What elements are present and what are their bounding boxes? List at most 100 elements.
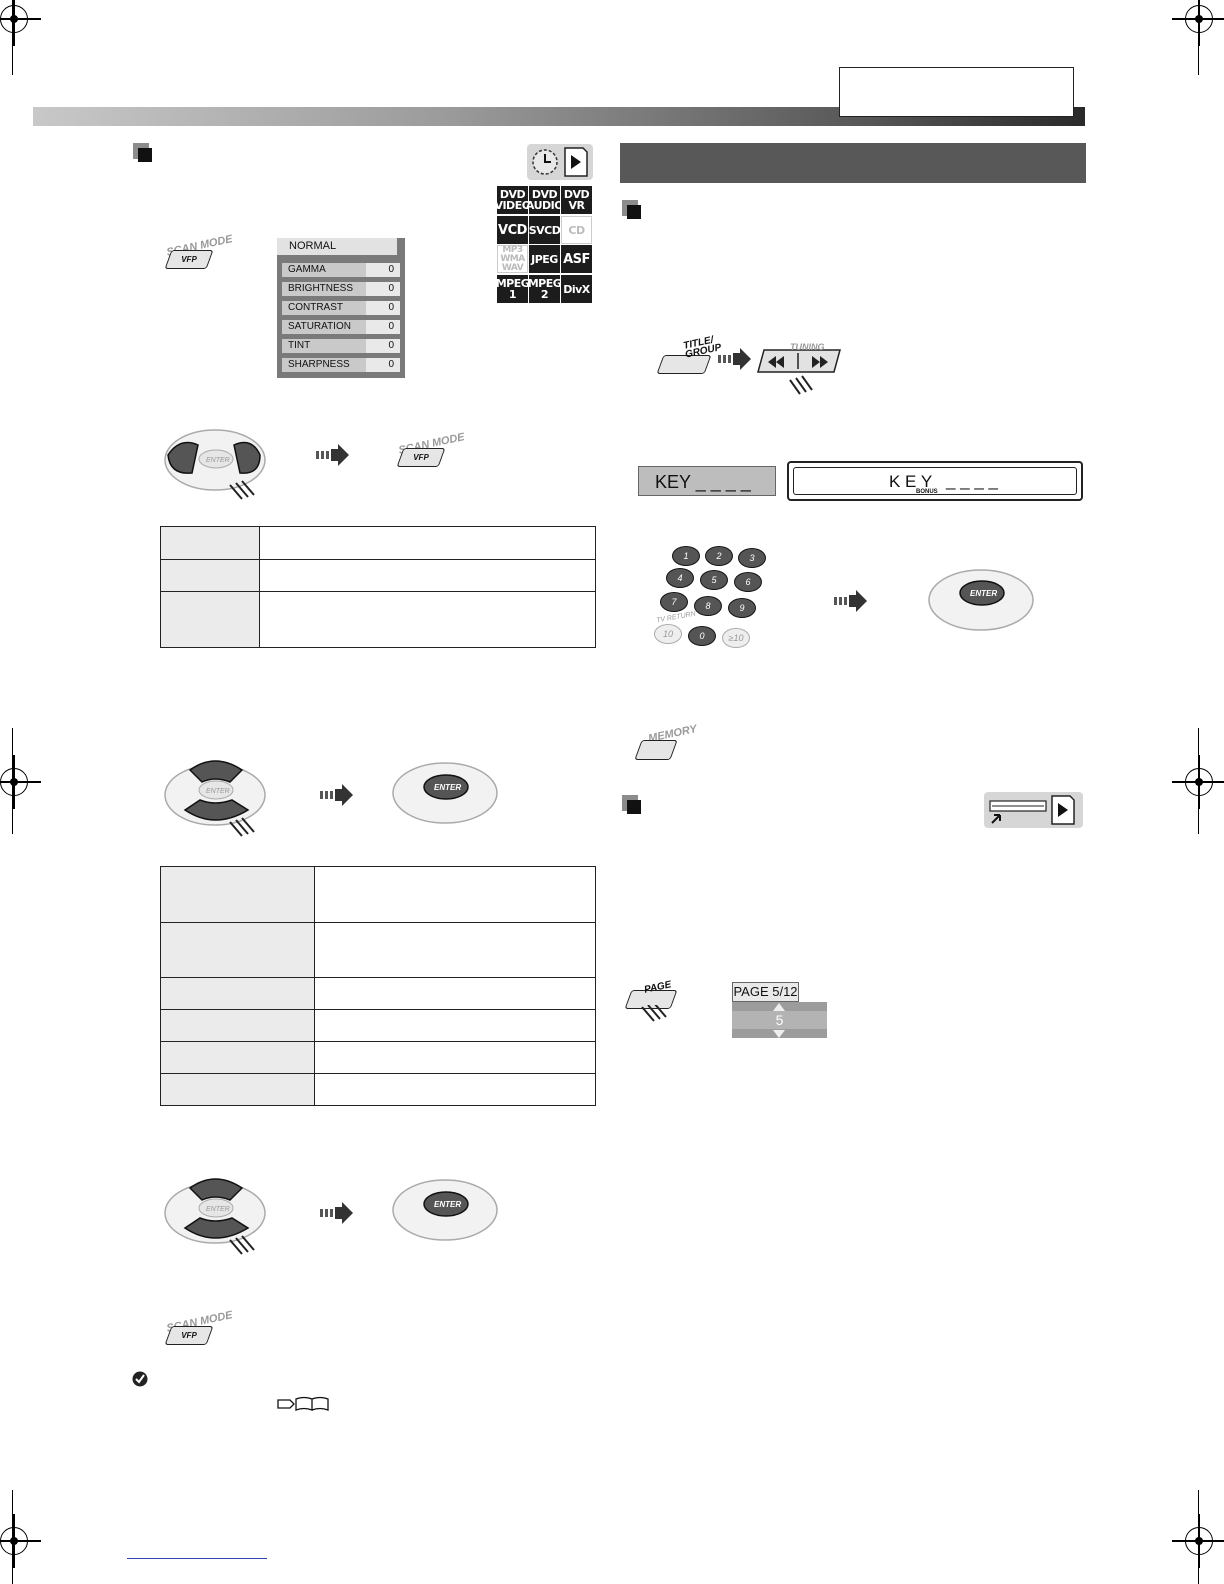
vfp-button-label-3: VFP	[181, 1331, 197, 1340]
footer-line	[127, 1558, 267, 1559]
key-6[interactable]: 6	[734, 572, 762, 592]
chevron-down-icon	[773, 1030, 785, 1038]
arrow-right-icon	[834, 590, 867, 612]
badge-cd: CD	[561, 216, 592, 244]
vfp-button-3[interactable]: VFP	[164, 1326, 214, 1345]
badge-dvd-video: DVD VIDEO	[494, 186, 531, 214]
key-8[interactable]: 8	[694, 596, 722, 616]
badge-divx: DivX	[561, 275, 592, 303]
cursor-pad-up-down-2[interactable]: ENTER	[160, 1168, 275, 1268]
key-2[interactable]: 2	[705, 546, 733, 566]
chevron-up-icon	[773, 1003, 785, 1011]
memory-button[interactable]	[634, 740, 678, 760]
arrow-right-icon	[316, 444, 349, 466]
table-row	[160, 559, 596, 592]
key-display-fl-inner: K E Y BONUS _ _ _ _	[793, 467, 1077, 495]
badge-dvd-audio: DVD AUDIO	[525, 186, 564, 214]
svg-text:ENTER: ENTER	[206, 788, 230, 795]
numeric-keypad[interactable]: 1 2 3 4 5 6 7 8 9 10 0 ≥10 TV RETURN	[650, 540, 770, 655]
badge-vcd: VCD	[497, 216, 528, 244]
trim-line	[1198, 0, 1199, 75]
badge-mpeg1: MPEG 1	[495, 275, 530, 303]
cursor-pad-up-down[interactable]: ENTER	[160, 750, 275, 850]
table-1	[160, 526, 596, 648]
crop-mark-bottom-right	[1172, 1514, 1224, 1568]
key-ge10[interactable]: ≥10	[722, 628, 750, 648]
key-5[interactable]: 5	[700, 570, 728, 590]
table-row	[160, 526, 596, 560]
arrow-right-icon	[718, 348, 751, 370]
clock-icon	[532, 149, 558, 175]
play-icon-2	[1051, 795, 1075, 825]
tv-return-label: TV RETURN	[655, 610, 697, 625]
trim-line	[12, 1490, 13, 1584]
table-row	[160, 1041, 596, 1074]
fl-bonus-text: BONUS	[916, 489, 938, 495]
check-icon	[132, 1371, 148, 1387]
enter-button-2[interactable]: ENTER	[390, 1172, 505, 1247]
table-row	[160, 866, 596, 923]
trim-line	[1198, 1490, 1199, 1584]
svg-text:ENTER: ENTER	[970, 589, 997, 598]
key-10[interactable]: 10	[654, 624, 682, 644]
key-4[interactable]: 4	[666, 568, 694, 588]
key-display-osd: KEY _ _ _ _	[638, 466, 776, 496]
badge-svcd: SVCD	[529, 216, 561, 244]
vfp-button[interactable]: VFP	[164, 250, 214, 269]
table-row	[160, 922, 596, 978]
badge-mpeg2: MPEG 2	[527, 275, 562, 303]
trim-line	[1198, 728, 1199, 834]
title-group-button[interactable]	[656, 355, 712, 374]
key-7[interactable]: 7	[660, 592, 688, 612]
svg-text:ENTER: ENTER	[434, 1200, 461, 1209]
vfp-button-label: VFP	[181, 255, 197, 264]
page-list-icon	[989, 800, 1047, 824]
table-row	[160, 1073, 596, 1106]
vfp-button-2[interactable]: VFP	[396, 448, 446, 467]
arrow-right-icon	[320, 1202, 353, 1224]
enter-button[interactable]: ENTER	[390, 755, 505, 830]
key-9[interactable]: 9	[728, 598, 756, 618]
key-3[interactable]: 3	[738, 548, 766, 568]
trim-line	[12, 0, 13, 75]
panel-title: NORMAL	[277, 238, 397, 255]
table-row	[160, 591, 596, 648]
table-row	[160, 977, 596, 1010]
key-1[interactable]: 1	[672, 546, 700, 566]
fl-dashes: _ _ _ _	[946, 471, 998, 490]
page-value: 5	[732, 1011, 827, 1029]
trim-line	[12, 728, 13, 834]
table-2	[160, 866, 596, 1106]
crop-mark-mid-left	[0, 755, 41, 809]
badge-asf: ASF	[561, 245, 592, 273]
arrow-right-icon	[320, 784, 353, 806]
key-0[interactable]: 0	[688, 626, 716, 646]
vfp-button-label-2: VFP	[413, 453, 429, 462]
svg-text:ENTER: ENTER	[206, 1206, 230, 1213]
section-title-bar	[620, 143, 1086, 183]
fl-key-text: K E Y	[889, 472, 933, 491]
title-group-label: TITLE/ GROUP	[682, 334, 723, 361]
enter-button-3[interactable]: ENTER	[926, 565, 1041, 635]
header-box	[839, 67, 1074, 117]
section-marker-right-1	[622, 200, 641, 219]
cursor-pad-left-right[interactable]: ENTER	[160, 415, 275, 510]
badge-jpeg: JPEG	[529, 245, 560, 273]
badge-mp3-wma-wav: MP3 WMA WAV	[497, 245, 528, 273]
crop-mark-bottom-left	[0, 1514, 41, 1568]
crop-mark-mid-right	[1172, 755, 1224, 809]
tuning-skip-buttons[interactable]	[754, 340, 846, 400]
tuning-label: TUNING	[790, 342, 825, 352]
section-marker	[133, 143, 152, 162]
reference-icon	[277, 1396, 329, 1411]
header-bar	[33, 107, 1085, 126]
table-row	[160, 1009, 596, 1042]
page-indicator: PAGE 5/12	[732, 982, 799, 1002]
crop-mark-top-left	[0, 0, 41, 46]
